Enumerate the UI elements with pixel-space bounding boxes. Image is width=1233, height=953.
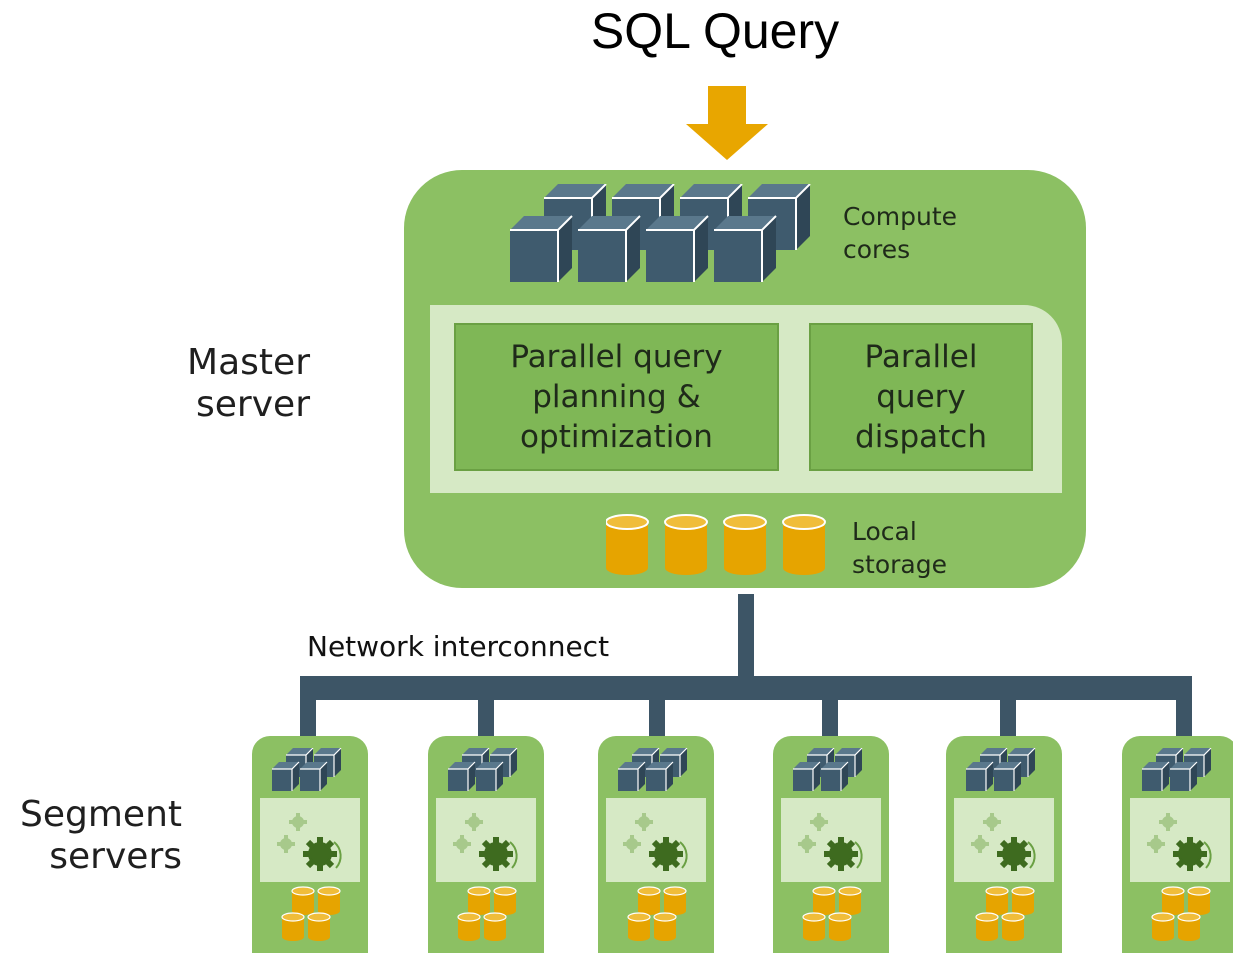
- gear-icon: [277, 813, 342, 871]
- diagram-title: SQL Query: [590, 3, 840, 59]
- gear-icon: [453, 813, 518, 871]
- down-arrow-icon: [686, 86, 768, 160]
- gear-icon: [798, 813, 863, 871]
- cube-icon: [272, 748, 342, 792]
- cube-icon: [793, 748, 863, 792]
- database-icon: [1151, 886, 1211, 942]
- database-icon: [975, 886, 1035, 942]
- cube-icon: [1142, 748, 1212, 792]
- segment-server: [598, 736, 714, 953]
- master-server-label: Master server: [187, 342, 310, 425]
- cube-icon: [966, 748, 1036, 792]
- gear-icon: [971, 813, 1036, 871]
- gear-icon: [1147, 813, 1212, 871]
- planning-optimization-box: Parallel query planning & optimization: [451, 320, 782, 474]
- master-compute-cores: [510, 184, 811, 283]
- network-interconnect-label: Network interconnect: [307, 630, 610, 663]
- local-storage-label: Local storage: [852, 517, 947, 579]
- segment-server: [252, 736, 368, 953]
- segment-server: [1122, 736, 1233, 953]
- compute-cores-label: Compute cores: [843, 202, 958, 264]
- segment-server: [428, 736, 544, 953]
- network-bus: [300, 676, 1192, 700]
- cube-icon: [448, 748, 518, 792]
- segment-servers-label: Segment servers: [20, 794, 182, 877]
- cube-icon: [618, 748, 688, 792]
- database-icon: [627, 886, 687, 942]
- network-drops: [300, 676, 1192, 736]
- gear-icon: [623, 813, 688, 871]
- segment-server: [773, 736, 889, 953]
- database-icon: [457, 886, 517, 942]
- database-icon: [802, 886, 862, 942]
- master-local-storage: [606, 514, 826, 576]
- query-dispatch-box: Parallel query dispatch: [806, 320, 1036, 474]
- segment-server: [946, 736, 1062, 953]
- network-uplink: [738, 594, 754, 684]
- database-icon: [281, 886, 341, 942]
